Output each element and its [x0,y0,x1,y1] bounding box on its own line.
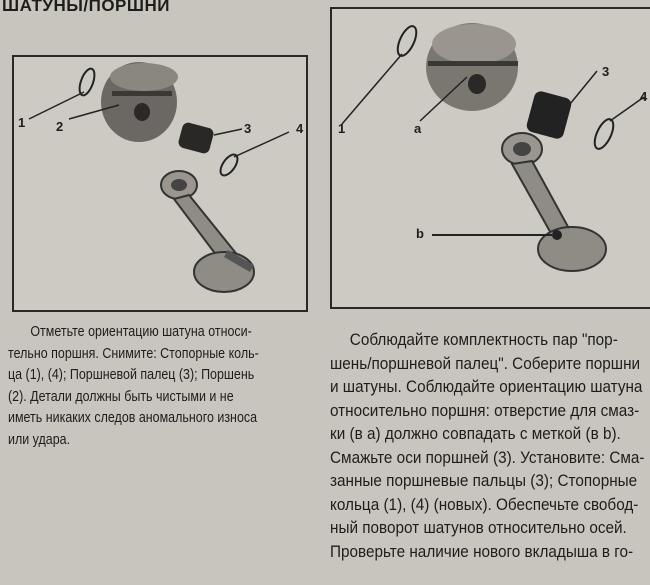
text-line: Отметьте ориентацию шатуна относи- [30,324,252,340]
text-line: ца (1), (4); Поршневой палец (3); Поршен… [8,367,255,384]
text-line: Проверьте наличие нового вкладыша в го- [330,541,634,561]
page-title: ШАТУНЫ/ПОРШНИ [2,0,170,15]
text-line: тельно поршня. Снимите: Стопорные коль- [8,345,259,362]
callout-label: 3 [244,121,252,136]
callout-label: 1 [338,121,346,136]
callout-label: a [414,121,422,136]
text-line: Смажьте оси поршней (3). Установите: Сма… [330,447,645,467]
piston-conrod-drawing-left [28,62,290,293]
text-line: и шатуны. Соблюдайте ориентацию шатуна [330,377,643,396]
text-line: занные поршневые пальцы (3); Стопорные [330,471,638,490]
text-line: ки (в а) должно совпадать с меткой (в b)… [330,424,621,443]
figure-left-piston-disassembly: 1 2 3 4 [12,55,308,312]
piston-conrod-drawing-right [341,23,645,272]
instruction-text-right: Соблюдайте комплектность пар "пор- шень/… [330,328,650,563]
instruction-text-left: Отметьте ориентацию шатуна относи- тельн… [8,322,309,452]
text-line: относительно поршня: отверстие для смаз- [330,400,640,420]
text-line: ный поворот шатунов относительно осей. [330,518,627,537]
callout-label: 1 [18,115,26,130]
callout-label: 2 [56,119,64,134]
callout-label: 4 [296,121,304,136]
text-line: кольца (1), (4) (новых). Обеспечьте своб… [330,494,639,514]
figure-right-piston-assembly: 1 a 3 b 4 [330,7,650,309]
text-line: (2). Детали должны быть чистыми и не [8,388,234,405]
text-line: Соблюдайте комплектность пар "пор- [349,330,618,349]
callout-label: 4 [640,89,648,104]
text-line: или удара. [8,431,71,448]
text-line: шень/поршневой палец". Соберите поршни [330,353,641,373]
callout-label: b [416,226,424,241]
text-line: иметь никаких следов аномального износа [8,410,258,427]
callout-label: 3 [602,64,610,79]
